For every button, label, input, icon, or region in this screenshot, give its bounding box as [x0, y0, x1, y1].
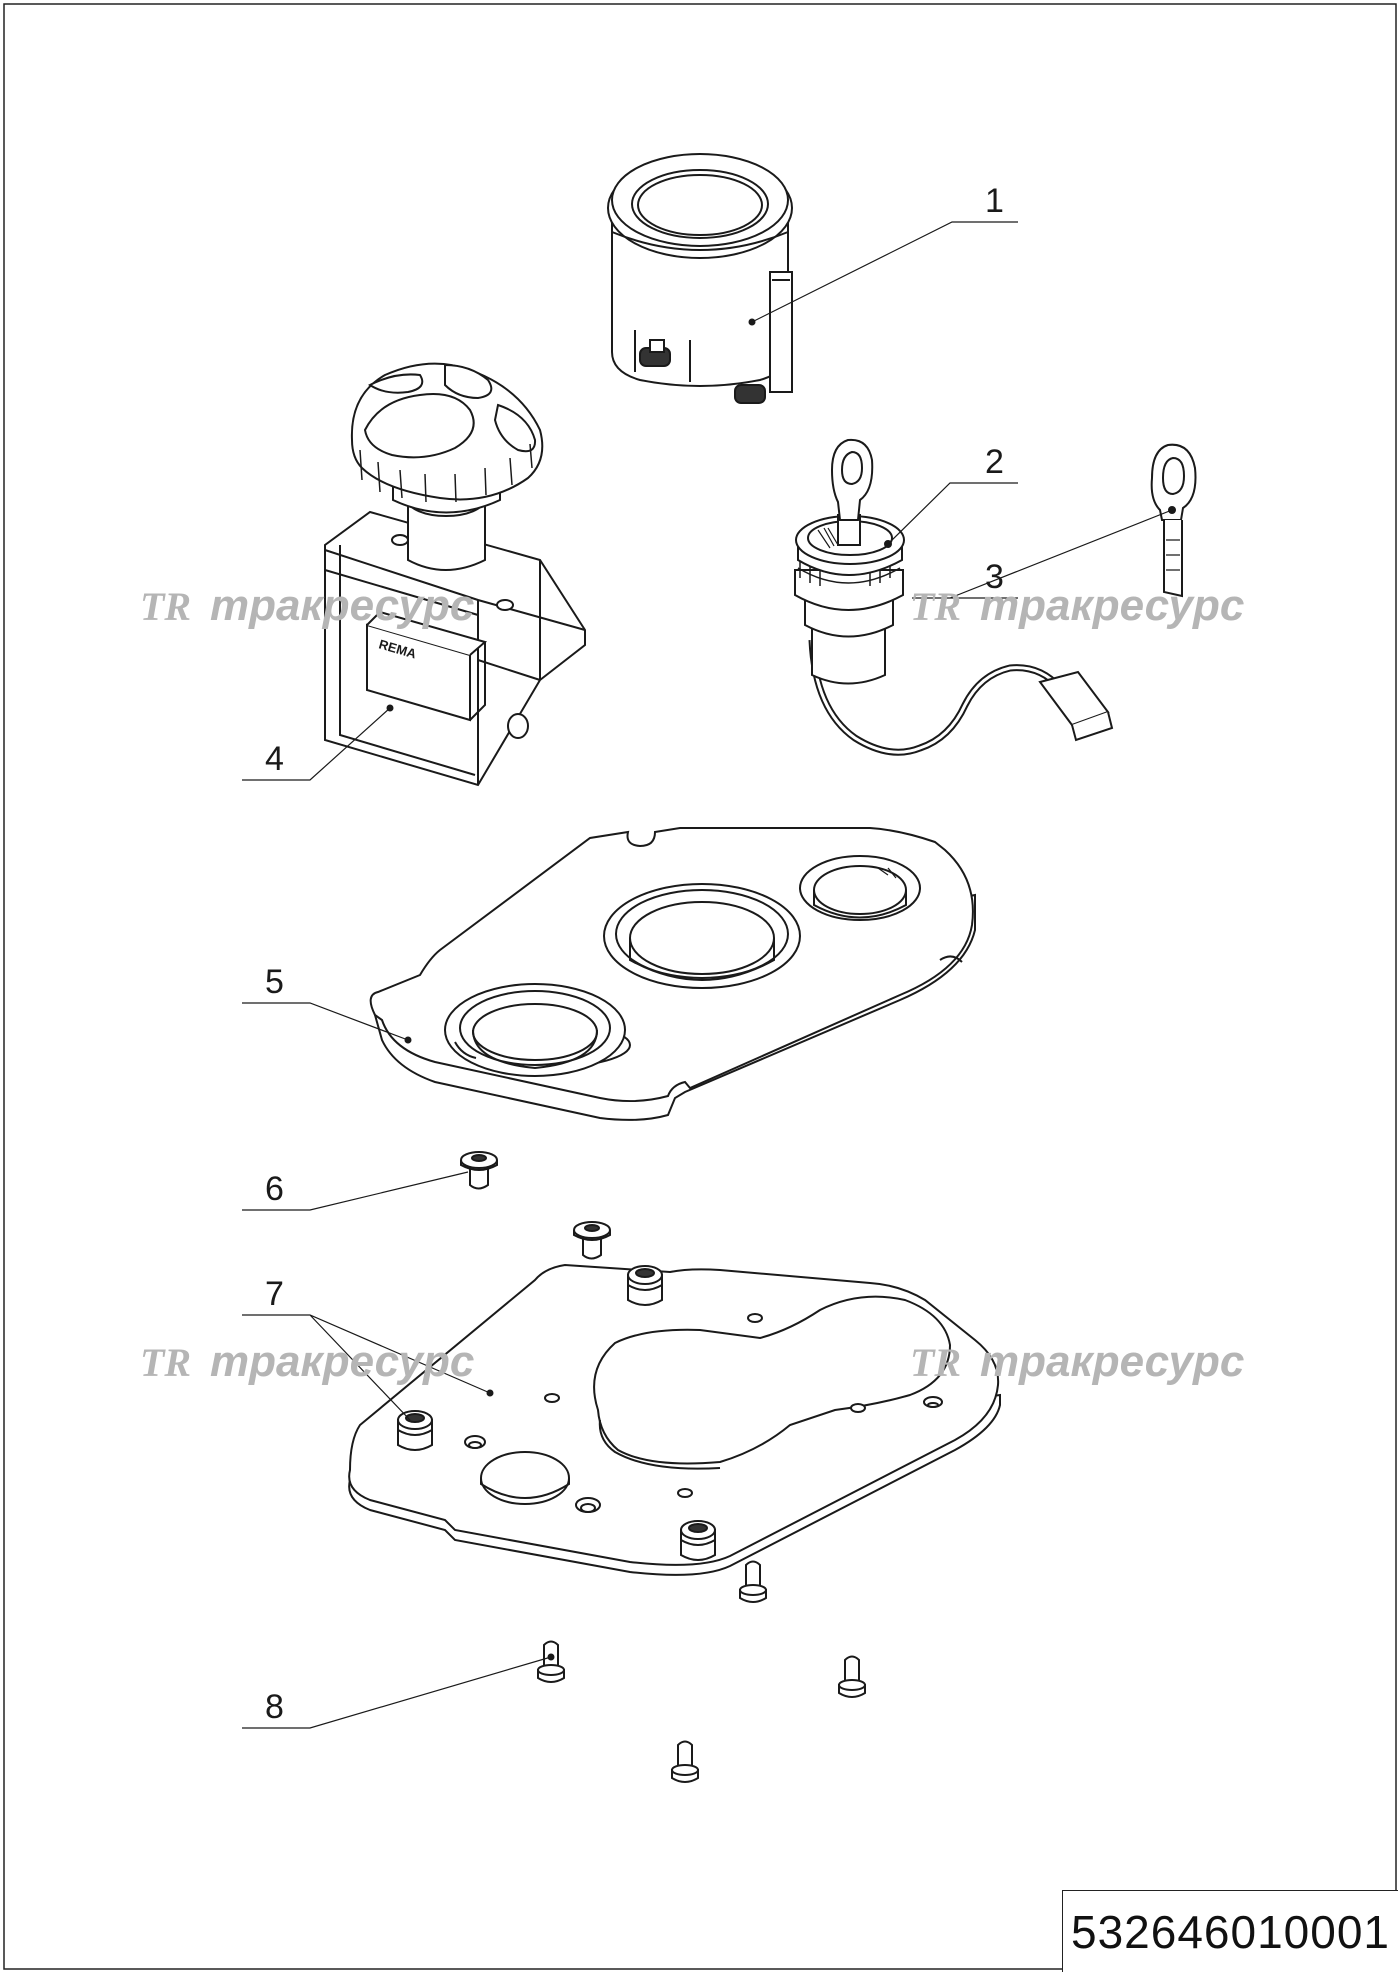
leader-4 — [242, 707, 391, 781]
watermark-text: тракресурс — [980, 1337, 1244, 1386]
watermark-top-right: TR тракресурс — [910, 581, 1244, 630]
screw-part — [460, 1151, 611, 1260]
leader-7 — [242, 1314, 491, 1421]
drawing-frame — [3, 3, 1397, 1970]
pin-screw-d — [671, 1740, 699, 1783]
callout-6: 6 — [265, 1170, 284, 1208]
pin-screw-b — [537, 1640, 565, 1683]
mounting-panel-part — [369, 827, 976, 1121]
callout-8: 8 — [265, 1688, 284, 1726]
watermark-text: тракресурс — [980, 581, 1244, 630]
watermark-bottom-right: TR тракресурс — [910, 1337, 1244, 1386]
callout-7: 7 — [265, 1275, 284, 1313]
watermark-logo-icon: TR — [140, 584, 191, 629]
ignition-lock-part — [794, 438, 1197, 756]
callout-4: 4 — [265, 740, 284, 778]
drawing-number: 532646010001 — [1062, 1890, 1398, 1972]
watermark-text: тракресурс — [210, 1337, 474, 1386]
leader-3 — [912, 509, 1173, 599]
watermark-logo-icon: TR — [910, 1340, 961, 1385]
watermark-logo-icon: TR — [910, 584, 961, 629]
watermark-logo-icon: TR — [140, 1340, 191, 1385]
watermark-bottom-left: TR тракресурс — [140, 1337, 474, 1386]
pin-screw-a — [739, 1560, 767, 1603]
pin-screw-c — [838, 1655, 866, 1698]
callout-3: 3 — [985, 558, 1004, 596]
leader-6 — [242, 1171, 469, 1211]
leader-5 — [242, 1002, 409, 1041]
leader-2 — [887, 482, 1018, 545]
pin-screw-part — [537, 1560, 866, 1783]
leader-lines — [242, 221, 1173, 1729]
watermark-text: тракресурс — [210, 581, 474, 630]
watermark-top-left: TR тракресурс — [140, 581, 474, 630]
leader-1 — [751, 221, 1018, 323]
callout-2: 2 — [985, 443, 1004, 481]
callout-5: 5 — [265, 963, 284, 1001]
base-plate-part — [348, 1263, 1001, 1576]
callout-1: 1 — [985, 182, 1004, 220]
gauge-part — [607, 153, 793, 404]
leader-8 — [242, 1656, 552, 1729]
battery-switch-part — [324, 362, 586, 787]
